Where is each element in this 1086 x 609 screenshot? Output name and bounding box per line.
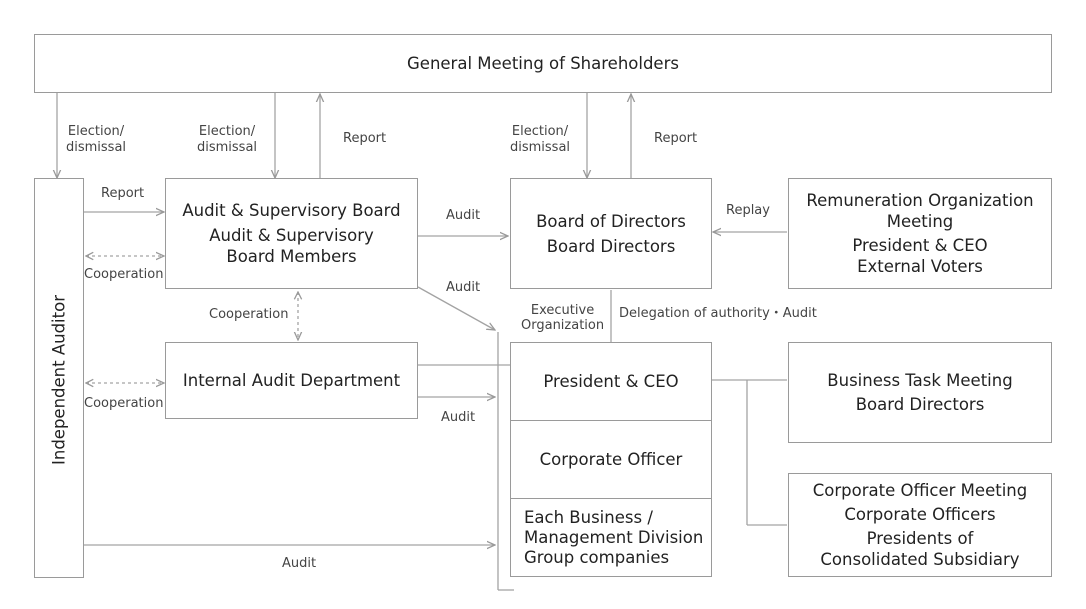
label-audit-board-to-exec: Audit xyxy=(446,280,481,295)
label-election-auditor-l1: Election/ xyxy=(67,124,125,139)
label-cooperation-3: Cooperation xyxy=(84,396,164,411)
officer-meeting-box: Corporate Officer Meeting Corporate Offi… xyxy=(788,473,1052,577)
officer-meeting-members2: Presidents of xyxy=(866,529,974,548)
business-task-members: Board Directors xyxy=(855,395,985,414)
label-report-audit-board: Report xyxy=(343,131,387,146)
label-report-auditor: Report xyxy=(101,186,145,201)
label-election-auditor-l2: dismissal xyxy=(66,140,127,155)
president-cell: President & CEO xyxy=(511,343,711,421)
audit-board-members-line2: Board Members xyxy=(226,247,357,266)
label-report-bod: Report xyxy=(654,131,698,146)
label-audit-internal: Audit xyxy=(441,410,476,425)
corporate-officer-cell: Corporate Officer xyxy=(511,421,711,499)
label-election-audit-board-l1: Election/ xyxy=(198,124,256,139)
label-cooperation-2: Cooperation xyxy=(209,307,289,322)
label-election-bod: Election/ dismissal xyxy=(510,124,570,156)
president-title: President & CEO xyxy=(543,372,679,391)
business-task-box: Business Task Meeting Board Directors xyxy=(788,342,1052,443)
each-business-line1: Each Business / xyxy=(524,507,653,527)
audit-board-title: Audit & Supervisory Board xyxy=(182,201,401,220)
shareholders-box: General Meeting of Shareholders xyxy=(34,34,1052,93)
executive-stack: President & CEO Corporate Officer Each B… xyxy=(510,342,712,577)
label-election-audit-board-l2: dismissal xyxy=(197,140,258,155)
label-executive-l1: Executive xyxy=(530,303,595,318)
remuneration-title-line2: Meeting xyxy=(886,212,954,231)
officer-meeting-members1: Corporate Officers xyxy=(844,505,996,524)
independent-auditor-box xyxy=(34,178,84,578)
label-election-bod-l1: Election/ xyxy=(511,124,569,139)
remuneration-box: Remuneration Organization Meeting Presid… xyxy=(788,178,1052,289)
each-business-line2: Management Division xyxy=(524,527,704,547)
label-election-bod-l2: dismissal xyxy=(510,140,571,155)
each-business-cell: Each Business / Management Division Grou… xyxy=(511,499,711,576)
label-delegation: Delegation of authority・Audit xyxy=(619,306,817,321)
each-business-line3: Group companies xyxy=(524,547,670,567)
audit-board-members-line1: Audit & Supervisory xyxy=(209,226,374,245)
remuneration-member-ceo: President & CEO xyxy=(852,236,988,255)
label-replay: Replay xyxy=(726,203,770,218)
board-of-directors-title: Board of Directors xyxy=(536,211,686,231)
internal-audit-title: Internal Audit Department xyxy=(182,371,401,390)
label-election-auditor: Election/ dismissal xyxy=(66,124,126,156)
remuneration-title-line1: Remuneration Organization xyxy=(806,191,1034,210)
remuneration-member-voters: External Voters xyxy=(857,257,983,276)
label-executive-organization: Executive Organization xyxy=(521,303,604,333)
officer-meeting-title: Corporate Officer Meeting xyxy=(812,481,1028,500)
board-of-directors-box: Board of Directors Board Directors xyxy=(510,178,712,289)
label-audit-board-to-bod: Audit xyxy=(446,208,481,223)
corporate-officer-title: Corporate Officer xyxy=(539,450,683,469)
business-task-title: Business Task Meeting xyxy=(827,371,1013,390)
audit-board-box: Audit & Supervisory Board Audit & Superv… xyxy=(165,178,418,289)
label-cooperation-1: Cooperation xyxy=(84,267,164,282)
label-audit-bottom: Audit xyxy=(282,556,317,571)
independent-auditor-title: Independent Auditor xyxy=(49,295,69,465)
officer-meeting-members3: Consolidated Subsidiary xyxy=(820,550,1020,569)
label-executive-l2: Organization xyxy=(521,318,605,333)
board-directors-subtitle: Board Directors xyxy=(546,236,676,256)
shareholders-title: General Meeting of Shareholders xyxy=(407,54,679,73)
label-election-audit-board: Election/ dismissal xyxy=(197,124,257,156)
internal-audit-box: Internal Audit Department xyxy=(165,342,418,419)
